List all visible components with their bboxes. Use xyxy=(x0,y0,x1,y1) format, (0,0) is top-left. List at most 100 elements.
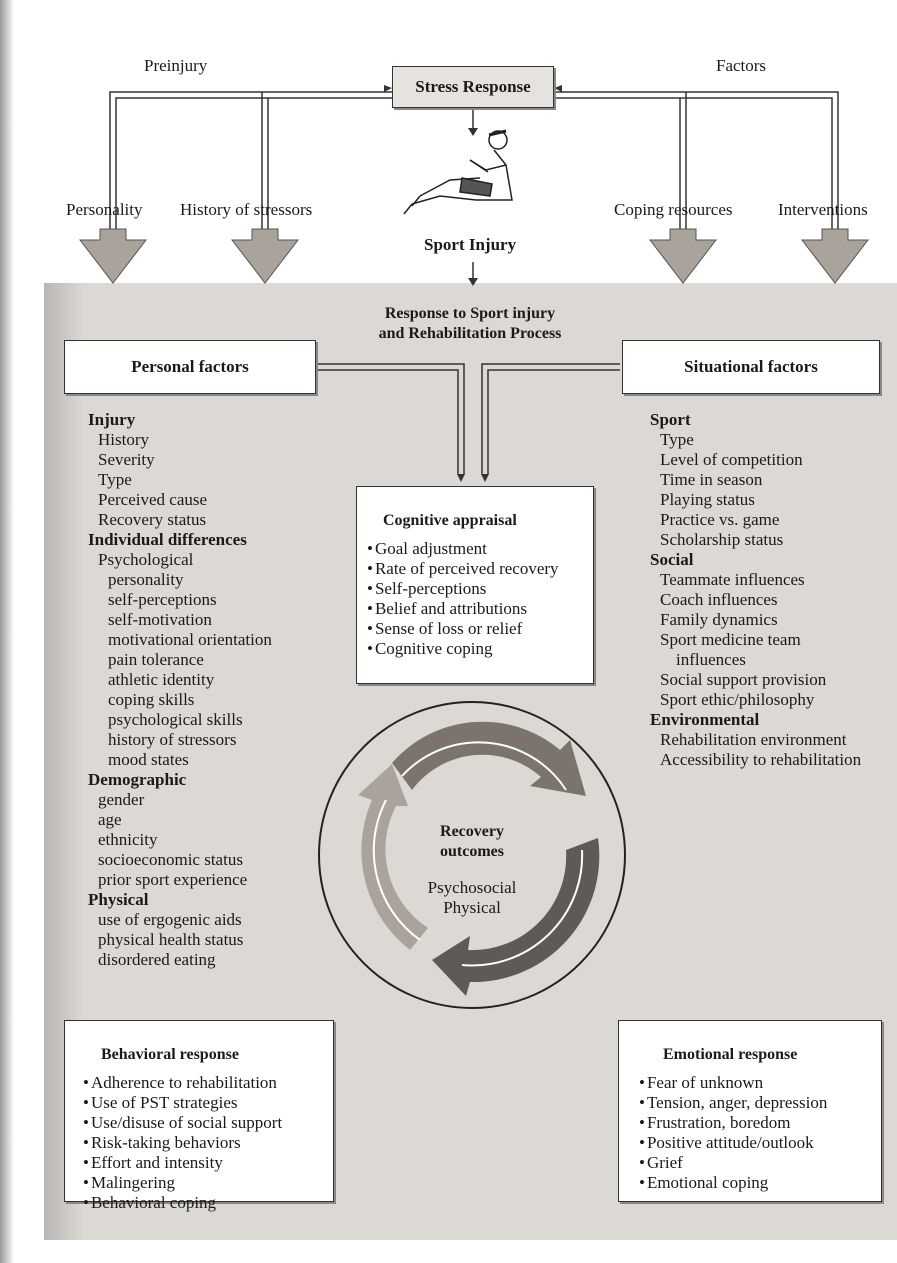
list-item: Fear of unknown xyxy=(639,1073,827,1093)
page-spine-shadow xyxy=(0,0,14,1263)
environmental-heading: Environmental xyxy=(650,710,760,729)
list-item: Malingering xyxy=(83,1173,282,1193)
recovery-physical: Physical xyxy=(443,898,501,917)
personal-to-cognitive-outer xyxy=(314,363,465,474)
cycle-arrow-right xyxy=(432,838,600,996)
list-item: Risk-taking behaviors xyxy=(83,1133,282,1153)
preinjury-connector-inner xyxy=(115,97,392,229)
arrowhead-situational-down xyxy=(481,474,489,482)
situational-to-cognitive-inner xyxy=(487,369,620,474)
emotional-response-list: Fear of unknown Tension, anger, depressi… xyxy=(639,1073,827,1193)
preinjury-label: Preinjury xyxy=(144,56,208,75)
list-item: Positive attitude/outlook xyxy=(639,1133,827,1153)
stress-response-label: Stress Response xyxy=(415,77,531,96)
situational-to-cognitive-outer xyxy=(481,363,620,474)
cycle-arrow-left xyxy=(358,764,428,950)
list-item: Severity xyxy=(98,450,155,469)
list-item: Family dynamics xyxy=(660,610,778,629)
list-item: History xyxy=(98,430,149,449)
psychological-subheading: Psychological xyxy=(98,550,194,569)
input-history-of-stressors: History of stressors xyxy=(180,200,313,219)
list-item: Coach influences xyxy=(660,590,778,609)
list-item: age xyxy=(98,810,122,829)
preinjury-connector-outer xyxy=(109,91,392,229)
list-item: Playing status xyxy=(660,490,755,509)
list-item: influences xyxy=(676,650,746,669)
arrowhead-personal-down xyxy=(457,474,465,482)
cycle-arrow-top-highlight xyxy=(401,741,567,791)
list-item: Cognitive coping xyxy=(367,639,559,659)
injury-heading: Injury xyxy=(88,410,136,429)
list-item: self-perceptions xyxy=(108,590,217,609)
panel-title-line2: and Rehabilitation Process xyxy=(378,325,562,342)
sport-injury-label: Sport Injury xyxy=(424,235,517,254)
behavioral-response-box: Behavioral response Adherence to rehabil… xyxy=(64,1020,334,1212)
list-item: Belief and attributions xyxy=(367,599,559,619)
personal-factors-box: Personal factors xyxy=(64,340,316,394)
cycle-arrow-left-highlight xyxy=(372,799,421,941)
emotional-response-title: Emotional response xyxy=(663,1046,798,1063)
coping-down-arrow xyxy=(648,228,718,284)
cycle-arrow-right-highlight xyxy=(461,849,584,967)
list-item: use of ergogenic aids xyxy=(98,910,242,929)
recovery-outcomes-line1: Recovery xyxy=(440,823,504,840)
sport-heading: Sport xyxy=(650,410,691,429)
list-item: personality xyxy=(108,570,184,589)
list-item: physical health status xyxy=(98,930,244,949)
list-item: Behavioral coping xyxy=(83,1193,282,1213)
list-item: self-motivation xyxy=(108,610,212,629)
situational-factors-list: Sport Type Level of competition Time in … xyxy=(650,410,861,770)
factors-label: Factors xyxy=(716,56,767,75)
list-item: disordered eating xyxy=(98,950,216,969)
list-item: Tension, anger, depression xyxy=(639,1093,827,1113)
list-item: mood states xyxy=(108,750,189,769)
input-coping-resources: Coping resources xyxy=(614,200,733,219)
cycle-arrow-top xyxy=(392,721,586,796)
list-item: ethnicity xyxy=(98,830,158,849)
list-item: Time in season xyxy=(660,470,763,489)
situational-factors-box: Situational factors xyxy=(622,340,880,394)
arrowhead-injury-down xyxy=(468,278,478,286)
list-item: Effort and intensity xyxy=(83,1153,282,1173)
list-item: Scholarship status xyxy=(660,530,784,549)
list-item: history of stressors xyxy=(108,730,237,749)
list-item: Frustration, boredom xyxy=(639,1113,827,1133)
list-item: Practice vs. game xyxy=(660,510,780,529)
list-item: Self-perceptions xyxy=(367,579,559,599)
history-down-arrow xyxy=(230,228,300,284)
list-item: coping skills xyxy=(108,690,195,709)
input-interventions: Interventions xyxy=(778,200,868,219)
cognitive-appraisal-box: Cognitive appraisal Goal adjustment Rate… xyxy=(356,486,594,684)
personal-to-cognitive-inner xyxy=(314,369,459,474)
factors-connector-outer xyxy=(554,91,839,229)
list-item: Type xyxy=(98,470,132,489)
list-item: pain tolerance xyxy=(108,650,204,669)
interventions-down-arrow xyxy=(800,228,870,284)
personal-factors-title: Personal factors xyxy=(131,357,249,376)
list-item: Type xyxy=(660,430,694,449)
list-item: Use of PST strategies xyxy=(83,1093,282,1113)
factors-connector-inner xyxy=(554,97,833,229)
list-item: Sport medicine team xyxy=(660,630,801,649)
demographic-heading: Demographic xyxy=(88,770,187,789)
recovery-psychosocial: Psychosocial xyxy=(427,878,517,897)
social-heading: Social xyxy=(650,550,694,569)
list-item: Adherence to rehabilitation xyxy=(83,1073,282,1093)
list-item: Grief xyxy=(639,1153,827,1173)
personality-down-arrow xyxy=(78,228,148,284)
behavioral-response-title: Behavioral response xyxy=(101,1046,239,1063)
list-item: Accessibility to rehabilitation xyxy=(660,750,862,769)
situational-factors-title: Situational factors xyxy=(684,357,818,376)
personal-factors-list: Injury History Severity Type Perceived c… xyxy=(88,410,272,970)
input-personality: Personality xyxy=(66,200,143,219)
recovery-cycle-circle xyxy=(318,701,626,1009)
behavioral-response-list: Adherence to rehabilitation Use of PST s… xyxy=(83,1073,282,1213)
cognitive-appraisal-list: Goal adjustment Rate of perceived recove… xyxy=(367,539,559,659)
arrowhead-stress-down xyxy=(468,128,478,136)
list-item: psychological skills xyxy=(108,710,243,729)
list-item: socioeconomic status xyxy=(98,850,243,869)
arrowhead-left-in xyxy=(384,85,392,92)
list-item: Teammate influences xyxy=(660,570,805,589)
